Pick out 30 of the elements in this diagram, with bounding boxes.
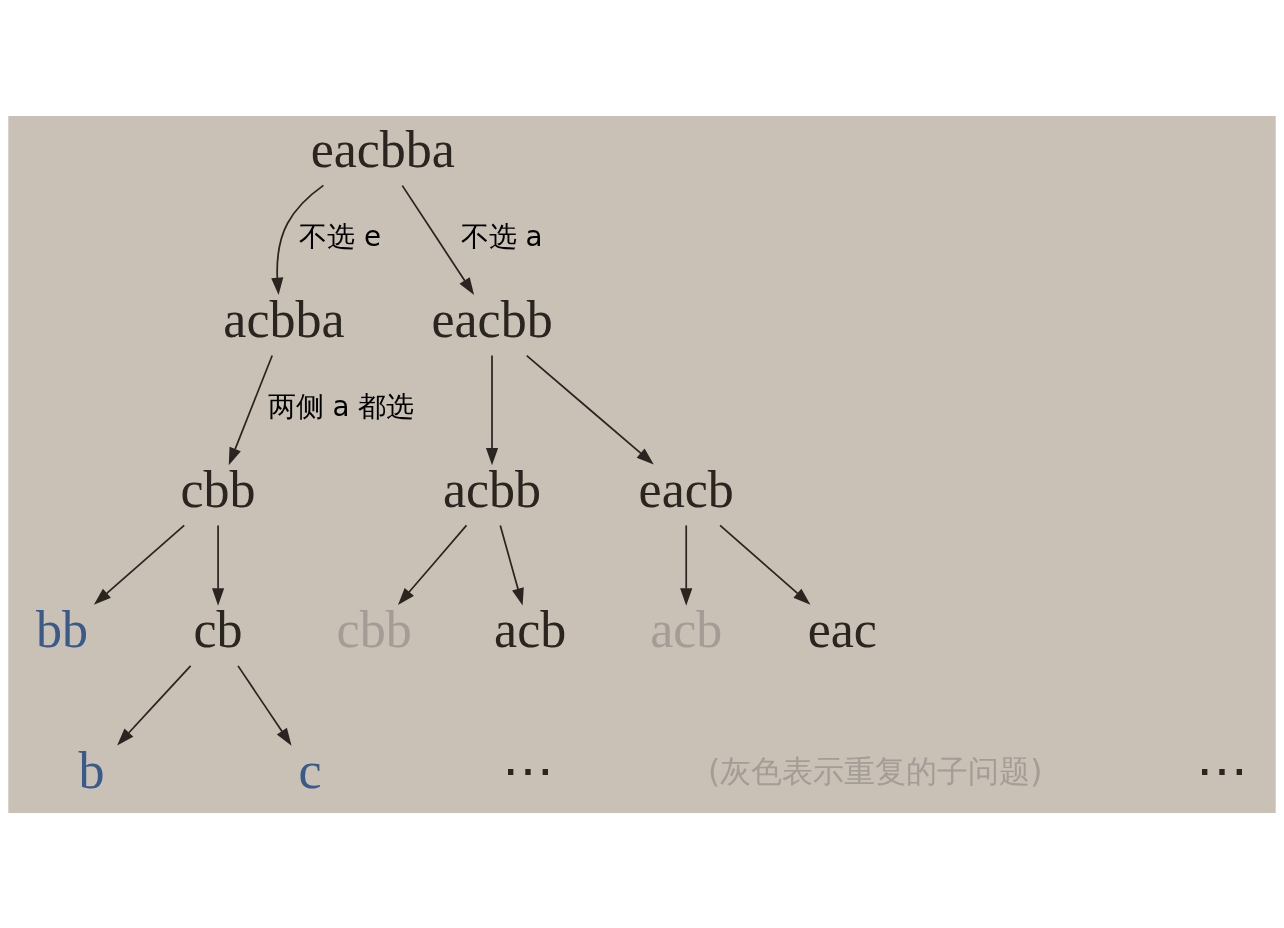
edge-label: 不选 e <box>299 219 382 253</box>
node-text: b <box>78 741 105 799</box>
node-text: eacbba <box>310 120 455 178</box>
node-text: bb <box>36 600 89 658</box>
arrow <box>719 524 811 605</box>
arrow <box>397 524 468 605</box>
arrow <box>228 354 274 465</box>
arrow <box>401 184 475 295</box>
node-text: eacb <box>638 460 734 518</box>
node-text: acb <box>494 600 567 658</box>
node-text: c <box>298 741 322 799</box>
arrow <box>499 524 524 606</box>
node-text: eac <box>807 600 877 658</box>
node-text: acbba <box>223 290 345 348</box>
arrow <box>212 524 225 606</box>
arrow <box>117 664 192 745</box>
node-text: eacbb <box>431 290 553 348</box>
label: ⋯ <box>1195 741 1248 799</box>
arrow <box>237 664 292 746</box>
arrow <box>485 354 499 465</box>
arrow <box>680 524 693 606</box>
arrow <box>525 354 654 464</box>
edge-label: 不选 a <box>460 219 543 253</box>
node-text: cb <box>193 600 243 658</box>
node-text: cbb <box>180 460 256 518</box>
edge-label: 两侧 a 都选 <box>267 389 415 423</box>
arrow <box>93 524 186 605</box>
node-text: acbb <box>442 460 542 518</box>
label: ⋯ <box>502 741 555 799</box>
arrow <box>271 184 325 295</box>
